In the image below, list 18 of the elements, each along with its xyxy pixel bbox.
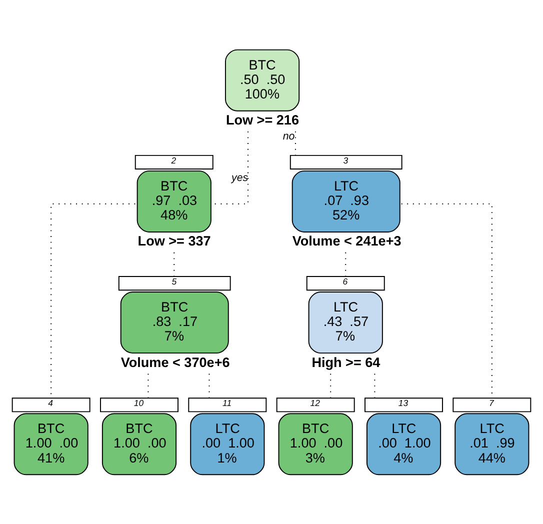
- node-label: Volume < 241e+3: [292, 234, 402, 249]
- node-label: High >= 64: [312, 354, 380, 370]
- node-label: 10: [134, 398, 144, 408]
- node-label: 7: [489, 398, 494, 408]
- node-label: 4: [48, 398, 54, 408]
- node-label: 3: [343, 155, 348, 166]
- edge-label: no: [282, 130, 295, 142]
- node-label: Volume < 370e+6: [120, 354, 230, 370]
- connector: [212, 130, 248, 204]
- node-label: 2: [171, 155, 176, 166]
- node-label: 11: [222, 398, 232, 408]
- node-label: 6: [342, 276, 348, 286]
- node-label: 12: [310, 398, 320, 408]
- node-label: 13: [398, 398, 408, 408]
- edge-label: yes: [232, 172, 248, 184]
- node-label: Low >= 216: [226, 112, 300, 128]
- node-label: 5: [172, 276, 177, 286]
- node-label: Low >= 337: [138, 234, 211, 249]
